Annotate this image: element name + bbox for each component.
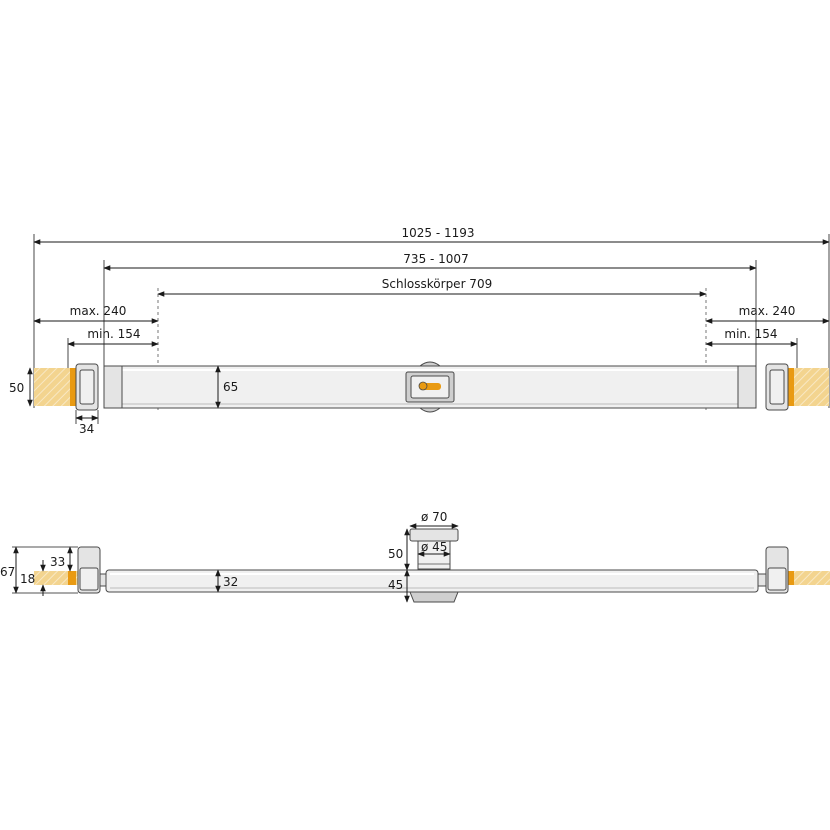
overall-length-label: 1025 - 1193: [401, 226, 474, 240]
right-bolt-core: [786, 368, 794, 406]
right-bolt: [791, 368, 829, 406]
side-right-bolt-core: [786, 571, 794, 585]
side-left-bolt-core: [68, 571, 76, 585]
max-left-label: max. 240: [70, 304, 127, 318]
bolt-height-label: 50: [9, 381, 24, 395]
end-cap-width-label: 34: [79, 422, 94, 436]
key-slot-pin: [418, 381, 428, 391]
lock-top-knob: [418, 361, 442, 367]
bar-height-label: 65: [223, 380, 238, 394]
right-end-cap-inner: [769, 369, 785, 405]
left-bar-end-block: [103, 365, 123, 409]
side-left-bolt: [34, 571, 78, 585]
left-bolt: [34, 368, 72, 406]
lock-bottom-knob: [418, 407, 442, 413]
cap-height-label: 33: [50, 555, 65, 569]
min-left-label: min. 154: [87, 327, 140, 341]
knob-inner-label: ø 45: [421, 540, 447, 554]
bolt-height-side-label: 18: [20, 572, 35, 586]
lock-body-label: Schlosskörper 709: [382, 277, 492, 291]
total-height-label: 67: [0, 565, 15, 579]
knob-outer-label: ø 70: [421, 510, 447, 524]
left-end-cap-inner: [79, 369, 95, 405]
max-right-label: max. 240: [739, 304, 796, 318]
center-offset-label: 45: [388, 578, 403, 592]
left-bolt-core: [70, 368, 78, 406]
side-view: ø 70 ø 45 50 45 32 67 18 33: [0, 510, 830, 603]
inner-length-label: 735 - 1007: [403, 252, 468, 266]
side-right-end-cap-lower: [767, 567, 787, 591]
side-right-bolt: [790, 571, 830, 585]
min-right-label: min. 154: [724, 327, 777, 341]
side-bar-height-label: 32: [223, 575, 238, 589]
bottom-mount: [409, 591, 459, 603]
side-right-connector: [757, 573, 767, 587]
knob-height-label: 50: [388, 547, 403, 561]
front-view: 1025 - 1193 735 - 1007 Schlosskörper 709…: [9, 226, 830, 436]
side-left-end-cap-lower: [79, 567, 99, 591]
right-bar-end-block: [737, 365, 757, 409]
